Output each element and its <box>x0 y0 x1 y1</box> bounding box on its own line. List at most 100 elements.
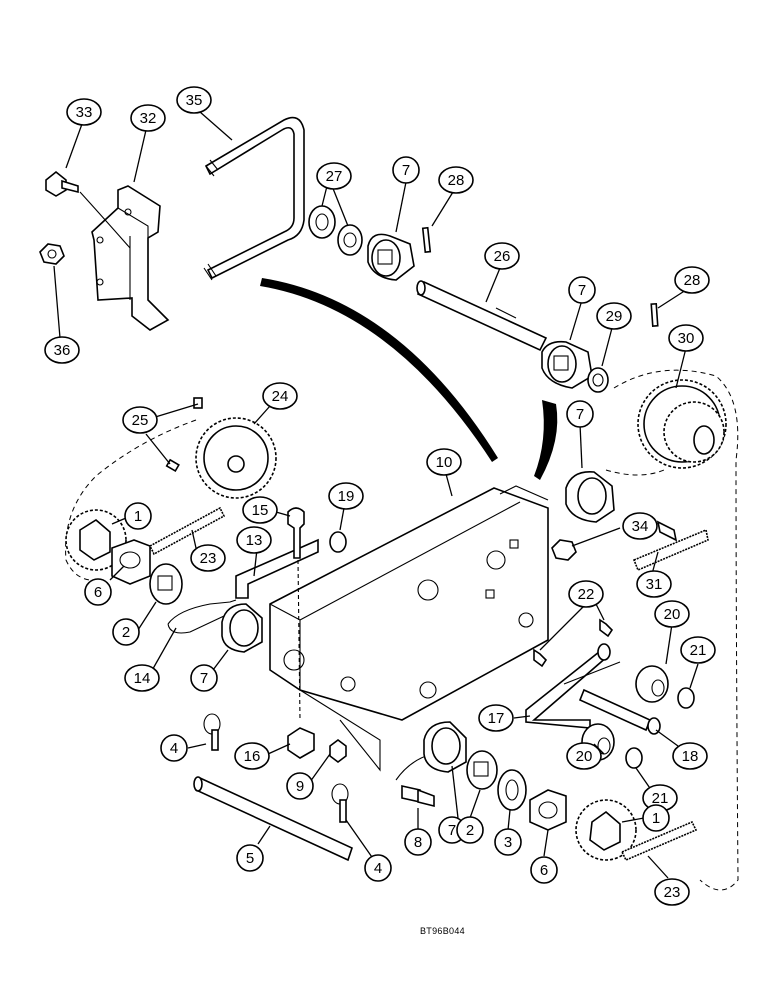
nut-19 <box>329 531 347 553</box>
svg-text:22: 22 <box>578 586 595 603</box>
svg-text:29: 29 <box>606 308 623 325</box>
svg-text:7: 7 <box>200 670 208 687</box>
callout-23-left: 23 <box>190 544 226 572</box>
svg-text:28: 28 <box>448 172 465 189</box>
flange-bearing-7a <box>367 233 415 281</box>
callout-30: 30 <box>668 324 704 352</box>
svg-text:15: 15 <box>252 502 269 519</box>
double-sprocket-30 <box>637 379 727 469</box>
callout-35: 35 <box>176 86 212 114</box>
key-28a <box>421 226 432 254</box>
callout-1-right: 1 <box>642 804 670 832</box>
callout-4-left: 4 <box>160 734 188 762</box>
key-28b <box>650 302 659 327</box>
svg-text:1: 1 <box>652 810 660 827</box>
svg-text:2: 2 <box>122 624 130 641</box>
callout-36: 36 <box>44 336 80 364</box>
callout-28-upper: 28 <box>438 166 474 194</box>
svg-text:20: 20 <box>576 748 593 765</box>
callout-15: 15 <box>242 496 278 524</box>
nut-16 <box>287 727 315 759</box>
svg-text:10: 10 <box>436 454 453 471</box>
pin-4b <box>331 783 349 823</box>
shaft-26 <box>416 280 548 352</box>
callout-18: 18 <box>672 742 708 770</box>
callout-7-shaft: 7 <box>568 276 596 304</box>
bushing-29 <box>587 367 609 393</box>
sprocket-1a <box>65 509 127 571</box>
callout-19: 19 <box>328 482 364 510</box>
svg-text:4: 4 <box>170 740 178 757</box>
callout-8: 8 <box>404 828 432 856</box>
svg-text:2: 2 <box>466 822 474 839</box>
svg-text:23: 23 <box>200 550 217 567</box>
svg-text:35: 35 <box>186 92 203 109</box>
callout-21-lower: 21 <box>642 784 678 812</box>
leader-lines <box>53 111 699 879</box>
callout-3: 3 <box>494 828 522 856</box>
svg-text:23: 23 <box>664 884 681 901</box>
callout-13: 13 <box>236 526 272 554</box>
svg-text:31: 31 <box>646 576 663 593</box>
callout-29: 29 <box>596 302 632 330</box>
flange-bearing-7e <box>423 721 467 773</box>
callout-2-left: 2 <box>112 618 140 646</box>
callout-25: 25 <box>122 406 158 434</box>
u-bolt-35 <box>203 116 305 281</box>
svg-text:27: 27 <box>326 168 343 185</box>
clip-14 <box>167 599 237 634</box>
callout-24: 24 <box>262 382 298 410</box>
svg-text:16: 16 <box>244 748 261 765</box>
idler-20a <box>635 665 669 703</box>
svg-text:7: 7 <box>402 162 410 179</box>
callout-4-right: 4 <box>364 854 392 882</box>
callout-26: 26 <box>484 242 520 270</box>
nut-36 <box>39 243 65 265</box>
callout-20-upper: 20 <box>654 600 690 628</box>
svg-text:6: 6 <box>94 584 102 601</box>
callout-17: 17 <box>478 704 514 732</box>
svg-text:7: 7 <box>448 822 456 839</box>
washer-27b <box>337 224 363 256</box>
svg-text:36: 36 <box>54 342 71 359</box>
svg-text:5: 5 <box>246 850 254 867</box>
callout-21-upper: 21 <box>680 636 716 664</box>
bolt-22 <box>533 618 614 668</box>
svg-text:24: 24 <box>272 388 289 405</box>
callout-28-right: 28 <box>674 266 710 294</box>
callout-23-right: 23 <box>654 878 690 906</box>
bolt-8 <box>401 785 435 808</box>
callout-6-lower: 6 <box>530 856 558 884</box>
hub-6b <box>529 789 567 831</box>
mounting-bracket-32 <box>91 185 170 331</box>
chain-23b <box>620 820 698 862</box>
svg-text:25: 25 <box>132 412 149 429</box>
chain-31 <box>632 520 709 572</box>
callout-16: 16 <box>234 742 270 770</box>
washer-27a <box>308 205 336 239</box>
bushing-21a <box>677 687 695 709</box>
callout-9: 9 <box>286 772 314 800</box>
svg-text:17: 17 <box>488 710 505 727</box>
callout-27: 27 <box>316 162 352 190</box>
svg-text:4: 4 <box>374 860 382 877</box>
callout-33: 33 <box>66 98 102 126</box>
callout-10: 10 <box>426 448 462 476</box>
svg-text:7: 7 <box>578 282 586 299</box>
pin-4a <box>203 713 221 751</box>
flange-bearing-7d <box>221 603 263 653</box>
idler-arm-17 <box>525 643 621 729</box>
callout-7-right: 7 <box>566 400 594 428</box>
svg-text:20: 20 <box>664 606 681 623</box>
svg-text:21: 21 <box>690 642 707 659</box>
callout-7-upper: 7 <box>392 156 420 184</box>
bolt-15 <box>287 507 305 559</box>
svg-text:30: 30 <box>678 330 695 347</box>
callout-20-lower: 20 <box>566 742 602 770</box>
flange-bearing-7b <box>541 340 593 389</box>
svg-text:21: 21 <box>652 790 669 807</box>
flange-bearing-7c <box>565 471 615 523</box>
callout-34: 34 <box>622 512 658 540</box>
